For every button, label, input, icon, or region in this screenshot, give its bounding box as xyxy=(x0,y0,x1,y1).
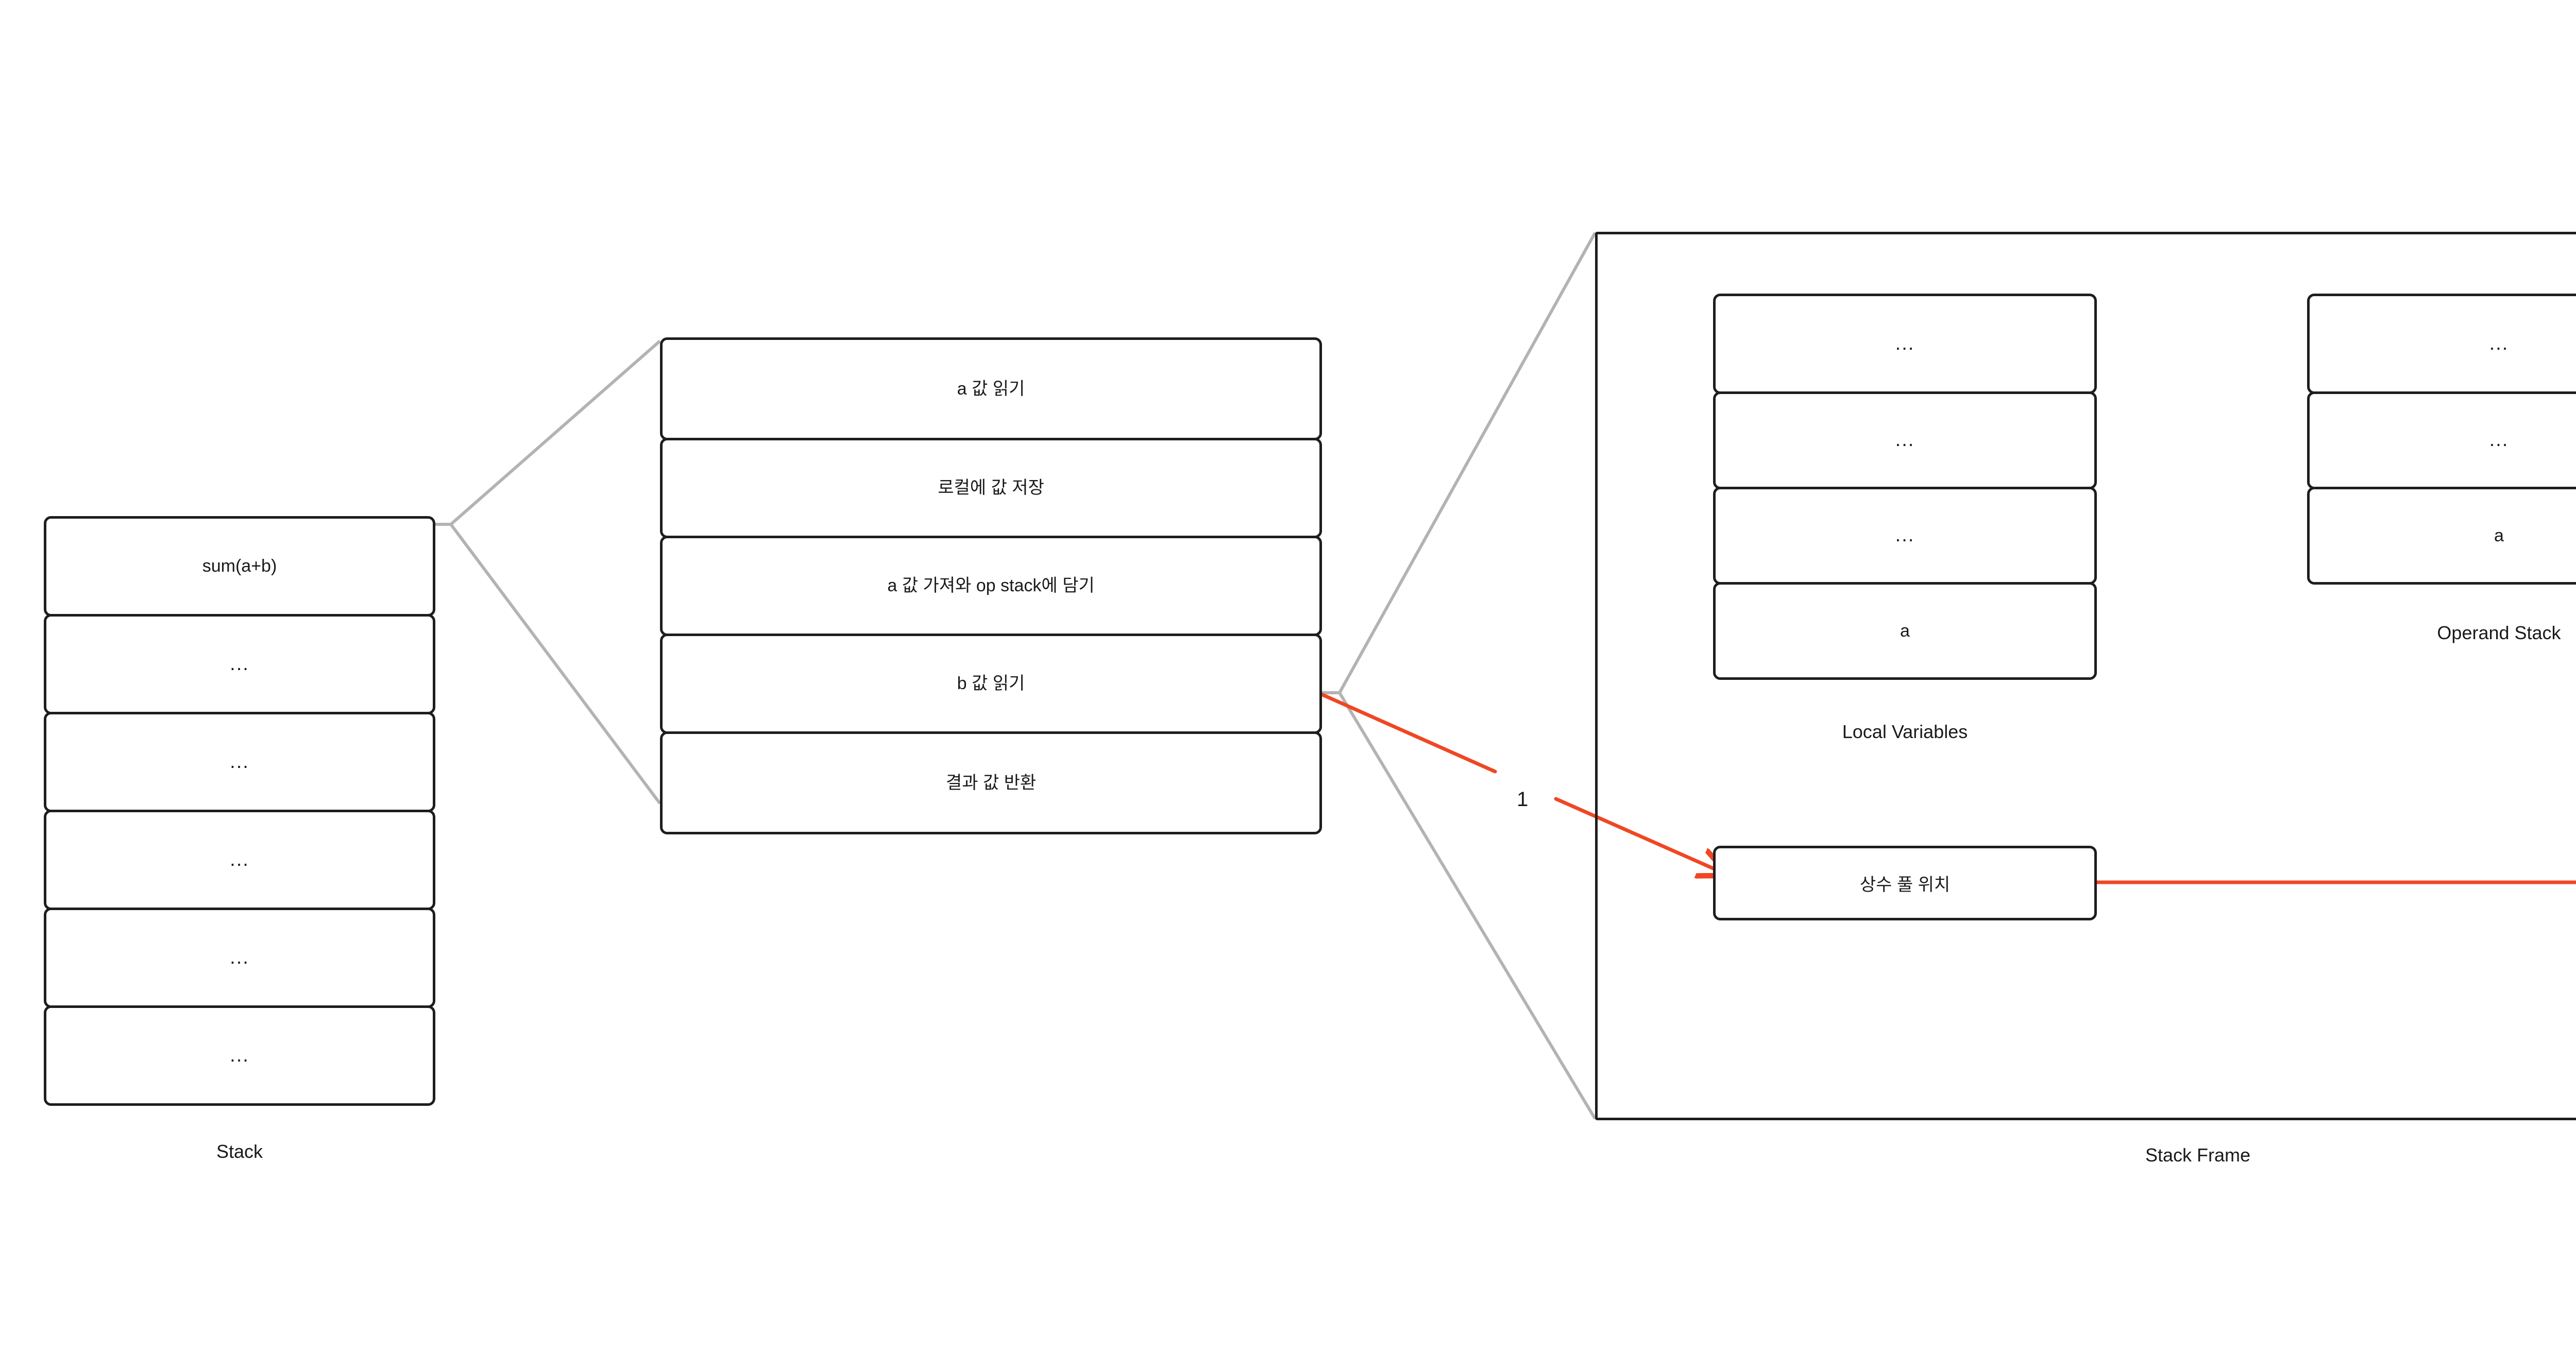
connector-stack-to-steps xyxy=(435,339,662,805)
local-variables-column: ... ... ... a xyxy=(1713,294,2097,680)
local-variable-cell[interactable]: ... xyxy=(1713,487,2097,585)
stack-column: sum(a+b) ... ... ... ... ... xyxy=(44,516,435,1106)
stack-frame-caption: Stack Frame xyxy=(2145,1144,2251,1166)
method-steps-column: a 값 읽기 로컬에 값 저장 a 값 가져와 op stack에 담기 b 값… xyxy=(660,337,1322,834)
local-variable-cell[interactable]: ... xyxy=(1713,391,2097,489)
method-step-item[interactable]: a 값 가져와 op stack에 담기 xyxy=(660,536,1322,636)
stack-cell[interactable]: sum(a+b) xyxy=(44,516,435,617)
stack-frame-container xyxy=(1595,232,2576,1120)
arrow-label-1: 1 xyxy=(1513,787,1533,812)
constant-pool-ref-box[interactable]: 상수 풀 위치 xyxy=(1713,846,2097,920)
method-step-item[interactable]: b 값 읽기 xyxy=(660,634,1322,734)
connector-steps-to-frame xyxy=(1320,232,1597,1120)
method-step-item[interactable]: a 값 읽기 xyxy=(660,337,1322,440)
local-variable-cell[interactable]: a xyxy=(1713,582,2097,680)
stack-cell[interactable]: ... xyxy=(44,614,435,714)
operand-stack-column: ... ... a xyxy=(2307,294,2576,585)
local-variables-caption: Local Variables xyxy=(1842,721,1968,742)
operand-stack-cell[interactable]: ... xyxy=(2307,391,2576,489)
stack-cell[interactable]: ... xyxy=(44,908,435,1008)
operand-stack-caption: Operand Stack xyxy=(2437,622,2561,643)
stack-cell[interactable]: ... xyxy=(44,712,435,812)
method-step-item[interactable]: 결과 값 반환 xyxy=(660,731,1322,834)
stack-cell[interactable]: ... xyxy=(44,810,435,910)
stack-caption: Stack xyxy=(216,1141,263,1162)
operand-stack-cell[interactable]: a xyxy=(2307,487,2576,585)
stack-cell[interactable]: ... xyxy=(44,1005,435,1106)
local-variable-cell[interactable]: ... xyxy=(1713,294,2097,394)
operand-stack-cell[interactable]: ... xyxy=(2307,294,2576,394)
method-step-item[interactable]: 로컬에 값 저장 xyxy=(660,438,1322,538)
